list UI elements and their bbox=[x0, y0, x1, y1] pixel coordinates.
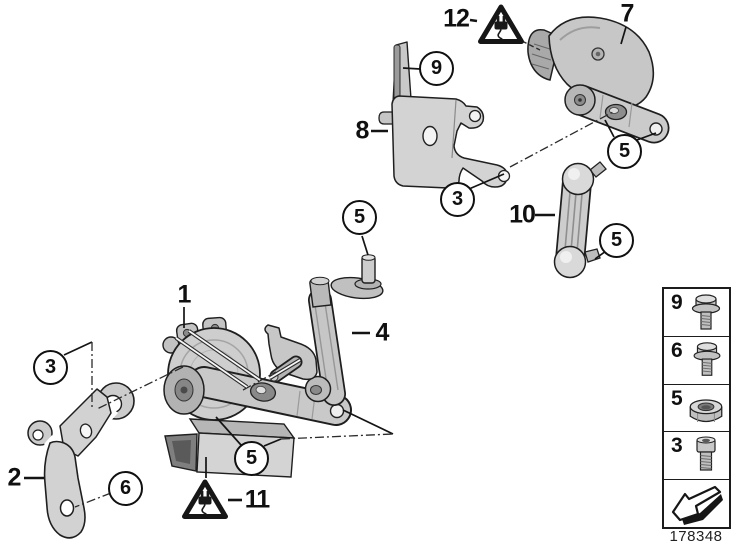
callout-11[interactable]: 11 bbox=[244, 485, 270, 514]
callout-2[interactable]: 2 bbox=[7, 463, 22, 492]
screw-axis-lines bbox=[174, 329, 302, 389]
electrical-plug-warning-triangle-icon bbox=[182, 479, 228, 519]
callout-1[interactable]: 1 bbox=[177, 280, 192, 309]
callout-5-arm-circle[interactable]: 5 bbox=[607, 134, 642, 169]
electrical-plug-warning-triangle-icon bbox=[478, 4, 524, 44]
ball-joint-bottom bbox=[553, 245, 587, 279]
callout-3-lower-circle[interactable]: 3 bbox=[33, 350, 68, 385]
level-sensor-rear bbox=[527, 16, 670, 144]
flange-bolt-icon bbox=[693, 342, 721, 376]
socket-head-screw-icon bbox=[696, 436, 716, 471]
callout-5-rod-circle[interactable]: 5 bbox=[599, 223, 634, 258]
callout-5-pin-circle[interactable]: 5 bbox=[342, 200, 377, 235]
legend-item-next-diagram[interactable] bbox=[664, 479, 729, 527]
bracket-holder bbox=[27, 382, 135, 539]
callout-10[interactable]: 10 bbox=[509, 200, 536, 229]
callout-12[interactable]: 12 bbox=[443, 4, 470, 33]
retaining-pin bbox=[393, 44, 401, 100]
sensor-lever-linkage bbox=[264, 254, 384, 406]
fastener-legend: 9 6 5 3 bbox=[662, 287, 731, 529]
callout-8[interactable]: 8 bbox=[355, 116, 370, 145]
flange-bolt-icon bbox=[691, 294, 721, 330]
linkage-rod bbox=[553, 161, 607, 279]
callout-9-circle[interactable]: 9 bbox=[419, 51, 454, 86]
construction-lines bbox=[74, 111, 614, 508]
bracket-rear bbox=[378, 41, 511, 189]
callout-5-front-circle[interactable]: 5 bbox=[234, 441, 269, 476]
legend-label-5: 5 bbox=[671, 386, 683, 410]
ball-joint-top bbox=[561, 162, 595, 196]
drawing-number: 178348 bbox=[669, 528, 723, 545]
page-turn-arrow-icon bbox=[671, 486, 723, 526]
legend-item-3[interactable]: 3 bbox=[664, 431, 729, 479]
legend-label-3: 3 bbox=[671, 434, 683, 458]
hex-nut-icon bbox=[689, 398, 723, 422]
warning-leader bbox=[521, 40, 541, 51]
legend-label-6: 6 bbox=[671, 338, 683, 362]
legend-item-9[interactable]: 9 bbox=[664, 289, 729, 336]
legend-item-6[interactable]: 6 bbox=[664, 335, 729, 384]
legend-item-5[interactable]: 5 bbox=[664, 383, 729, 432]
callout-4[interactable]: 4 bbox=[375, 318, 390, 347]
leader-lines bbox=[63, 26, 657, 478]
legend-label-9: 9 bbox=[671, 291, 683, 314]
callout-3-upper-circle[interactable]: 3 bbox=[440, 182, 475, 217]
label-dashes bbox=[24, 18, 555, 502]
callout-6-circle[interactable]: 6 bbox=[108, 471, 143, 506]
callout-7[interactable]: 7 bbox=[620, 0, 635, 28]
